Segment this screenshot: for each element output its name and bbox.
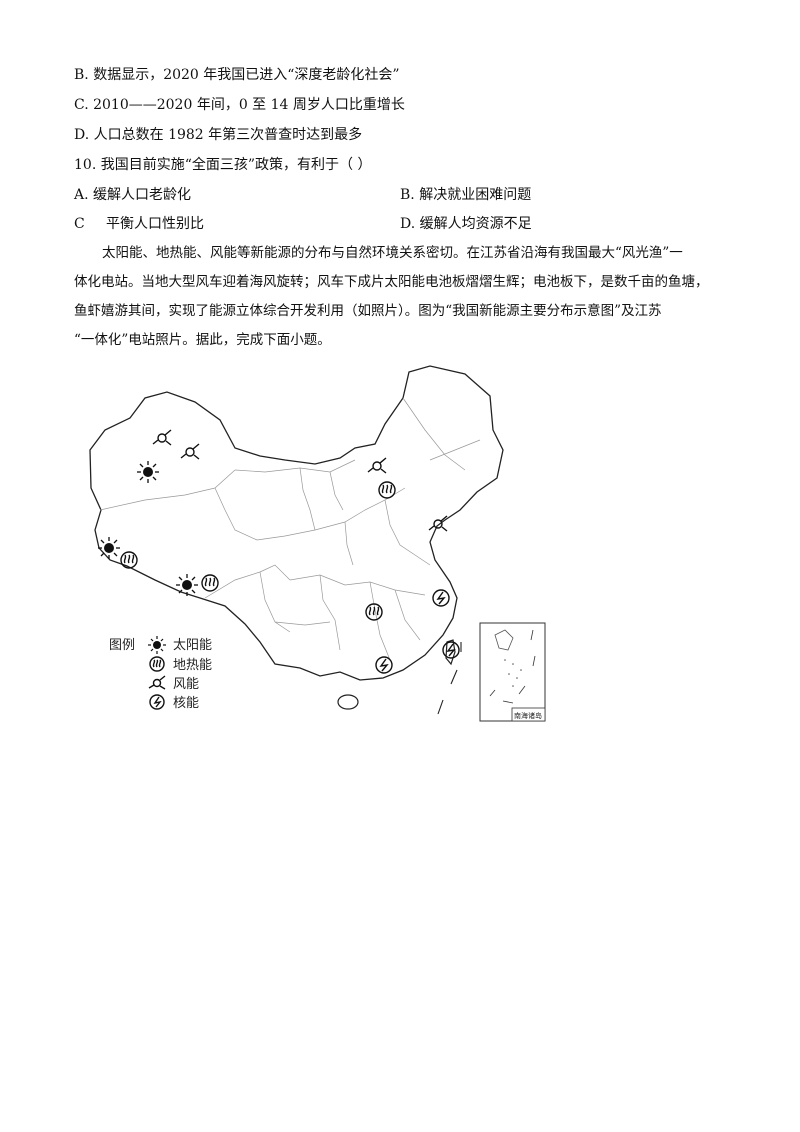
passage: 太阳能、地热能、风能等新能源的分布与自然环境关系密切。在江苏省沿海有我国最大“风…	[74, 239, 734, 355]
passage-line-2: 体化电站。当地大型风车迎着海风旋转；风车下成片太阳能电池板熠熠生辉；电池板下，是…	[74, 274, 709, 290]
legend-title: 图例	[109, 638, 135, 653]
option-10c-label: C	[74, 216, 85, 232]
china-energy-map: 图例 太阳能 地热能 风能 核能	[89, 365, 546, 722]
option-9d: D. 人口总数在 1982 年第三次普查时达到最多	[74, 127, 363, 143]
legend-label-nuclear: 核能	[173, 696, 199, 711]
south-china-sea-inset: 南海诸岛	[479, 622, 546, 722]
sun-icon	[148, 636, 166, 654]
option-9b: B. 数据显示，2020 年我国已进入“深度老龄化社会”	[74, 67, 400, 83]
nuclear-icon	[432, 589, 450, 607]
wind-icon	[152, 429, 172, 446]
legend-label-solar: 太阳能	[173, 638, 212, 653]
passage-line-3: 鱼虾嬉游其间，实现了能源立体综合开发利用（如照片）。图为“我国新能源主要分布示意…	[74, 303, 662, 319]
geothermal-icon	[120, 551, 138, 569]
wind-icon	[428, 515, 448, 532]
sun-icon	[137, 461, 159, 483]
inset-label: 南海诸岛	[514, 711, 542, 720]
passage-line-1: 太阳能、地热能、风能等新能源的分布与自然环境关系密切。在江苏省沿海有我国最大“风…	[102, 245, 683, 261]
option-10b: B. 解决就业困难问题	[400, 187, 532, 203]
option-10d: D. 缓解人均资源不足	[400, 216, 532, 232]
wind-icon	[180, 443, 200, 460]
nuclear-icon	[442, 641, 460, 659]
geothermal-icon	[365, 603, 383, 621]
wind-icon	[367, 457, 387, 474]
wind-icon	[148, 675, 166, 690]
nuclear-icon	[149, 694, 165, 710]
china-outline	[89, 365, 504, 681]
map-legend: 图例 太阳能 地热能 风能 核能	[109, 636, 212, 711]
nuclear-icon	[375, 656, 393, 674]
province-boundaries	[99, 397, 481, 661]
passage-line-4: “一体化”电站照片。据此，完成下面小题。	[74, 332, 331, 348]
geothermal-icon	[149, 656, 165, 672]
sun-icon	[98, 537, 120, 559]
geothermal-icon	[201, 574, 219, 592]
maritime-boundary	[437, 642, 462, 715]
option-9c: C. 2010——2020 年间，0 至 14 周岁人口比重增长	[74, 97, 405, 113]
sun-icon	[176, 574, 198, 596]
question-10-stem: 10. 我国目前实施“全面三孩”政策，有利于（ ）	[74, 157, 372, 173]
legend-label-geothermal: 地热能	[173, 658, 212, 673]
geothermal-icon	[378, 481, 396, 499]
legend-label-wind: 风能	[173, 677, 199, 692]
option-10c-text: 平衡人口性别比	[106, 216, 204, 232]
option-10a: A. 缓解人口老龄化	[74, 187, 192, 203]
hainan-island	[337, 694, 359, 710]
